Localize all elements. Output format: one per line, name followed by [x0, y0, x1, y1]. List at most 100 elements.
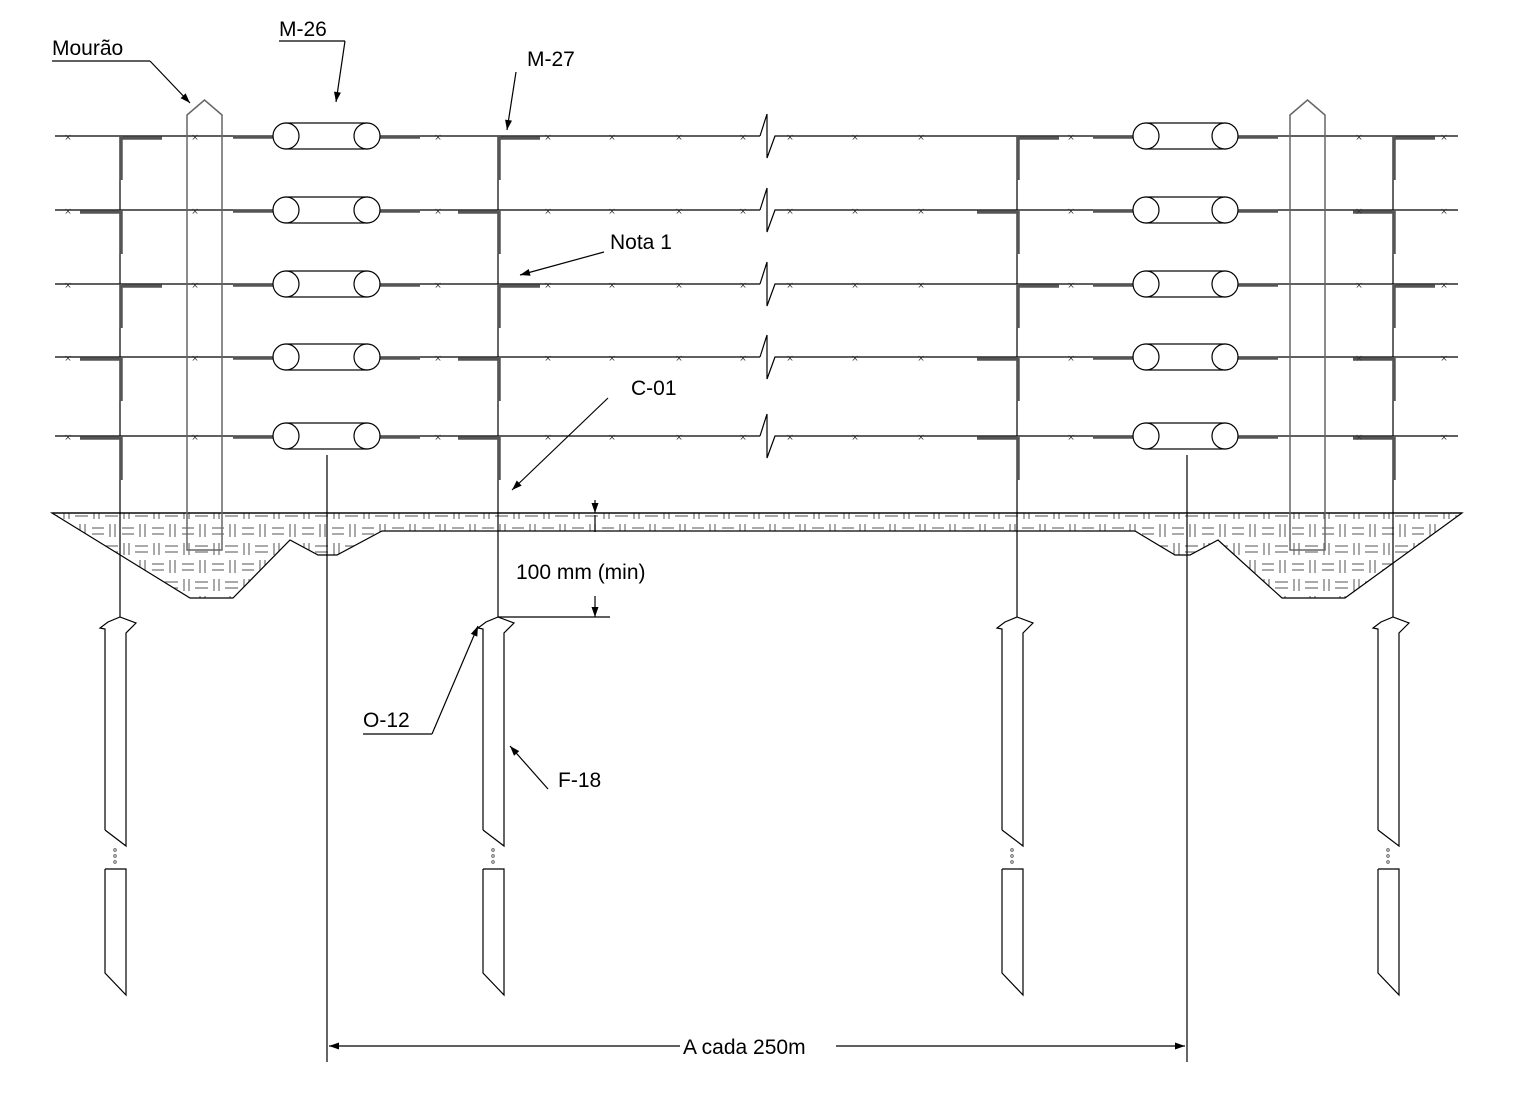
wire-tie-mark: × [608, 354, 616, 364]
wire-tie-mark: × [1067, 433, 1075, 443]
leader-arrow-m27 [505, 71, 517, 131]
continuation-dot [113, 848, 117, 852]
wire-tie-mark: × [739, 133, 747, 143]
wire-tie-mark: × [1067, 281, 1075, 291]
wire-tie-mark: × [739, 354, 747, 364]
insulator-end-circle [1132, 270, 1160, 298]
wire-tie-mark: × [675, 133, 683, 143]
break-symbol [759, 334, 786, 380]
wire-tie-mark: × [608, 281, 616, 291]
wire-tie-mark: × [1355, 281, 1363, 291]
insulator-end-circle [1211, 343, 1239, 371]
wire-tie-mark: × [191, 133, 199, 143]
wire-tie-mark: × [191, 354, 199, 364]
wire-tie-mark: × [1355, 133, 1363, 143]
leader-arrow-nota1 [519, 251, 605, 276]
insulator-end-circle [353, 422, 381, 450]
break-symbol [759, 413, 786, 459]
wire-tie-mark: × [608, 207, 616, 217]
wire-tie-mark: × [675, 433, 683, 443]
insulator-end-circle [272, 196, 300, 224]
leader-arrow-c01 [511, 397, 609, 491]
wire-tie-mark: × [675, 207, 683, 217]
wire-tie-mark: × [739, 433, 747, 443]
continuation-dot [113, 854, 117, 858]
ground-rod-upper [476, 616, 516, 848]
label-f18: F-18 [558, 769, 601, 792]
wire-tie-mark: × [191, 207, 199, 217]
label-c01: C-01 [631, 377, 677, 400]
wire-tie-mark: × [1440, 133, 1448, 143]
wire-tie-mark: × [64, 207, 72, 217]
insulator-end-circle [1132, 422, 1160, 450]
continuation-dot [1386, 848, 1390, 852]
wire-tie-mark: × [544, 354, 552, 364]
wire-tie-mark: × [1067, 354, 1075, 364]
wire-tie-mark: × [851, 207, 859, 217]
wire-tie-mark: × [786, 133, 794, 143]
wire-tie-mark: × [64, 281, 72, 291]
leader-arrow-mourao [149, 60, 191, 104]
insulator-end-circle [272, 122, 300, 150]
continuation-dot [1386, 860, 1390, 864]
wire-tie-mark: × [851, 133, 859, 143]
wire-tie-mark: × [1440, 354, 1448, 364]
insulator-end-circle [1211, 270, 1239, 298]
label-m27: M-27 [527, 48, 575, 71]
wire-tie-mark: × [917, 133, 925, 143]
break-symbol [759, 261, 786, 307]
wire-tie-mark: × [917, 433, 925, 443]
wire-tie-mark: × [675, 354, 683, 364]
insulator-end-circle [272, 422, 300, 450]
break-symbol [759, 187, 786, 233]
insulator-end-circle [1211, 122, 1239, 150]
ground-rod-upper [1371, 616, 1411, 848]
wire-tie-mark: × [1355, 207, 1363, 217]
insulator-end-circle [353, 343, 381, 371]
insulator-end-circle [272, 270, 300, 298]
insulator-end-circle [1132, 343, 1160, 371]
wire-tie-mark: × [608, 133, 616, 143]
wire-tie-mark: × [1067, 207, 1075, 217]
label-o12: O-12 [363, 709, 410, 732]
ground-rod-upper [995, 616, 1035, 848]
insulator-end-circle [353, 196, 381, 224]
insulator-end-circle [1211, 422, 1239, 450]
continuation-dot [1010, 848, 1014, 852]
insulator-end-circle [353, 270, 381, 298]
leader-arrow-o12 [431, 625, 479, 735]
wire-tie-mark: × [786, 207, 794, 217]
wire-tie-mark: × [1355, 433, 1363, 443]
continuation-dot [491, 854, 495, 858]
wire-tie-mark: × [1440, 207, 1448, 217]
label-mourao: Mourão [52, 37, 123, 60]
wire-tie-mark: × [739, 207, 747, 217]
insulator-end-circle [353, 122, 381, 150]
mourao-post [186, 99, 223, 551]
wire-tie-mark: × [786, 354, 794, 364]
insulator-end-circle [1211, 196, 1239, 224]
wire-tie-mark: × [544, 433, 552, 443]
wire-tie-mark: × [851, 281, 859, 291]
wire-tie-mark: × [851, 433, 859, 443]
wire-tie-mark: × [64, 354, 72, 364]
wire-tie-mark: × [851, 354, 859, 364]
wire-tie-mark: × [434, 281, 442, 291]
label-m26: M-26 [279, 18, 327, 41]
leader-arrow-f18 [509, 745, 549, 790]
wire-tie-mark: × [191, 281, 199, 291]
label-span-distance: A cada 250m [683, 1036, 806, 1059]
wire-tie-mark: × [1440, 433, 1448, 443]
insulator-end-circle [1132, 196, 1160, 224]
ground-rod-upper [98, 616, 138, 848]
wire-tie-mark: × [64, 133, 72, 143]
ground-rod-lower [1377, 868, 1400, 997]
wire-tie-mark: × [434, 133, 442, 143]
wire-tie-mark: × [739, 281, 747, 291]
insulator-end-circle [1132, 122, 1160, 150]
wire-tie-mark: × [1440, 281, 1448, 291]
wire-tie-mark: × [191, 433, 199, 443]
wire-tie-mark: × [64, 433, 72, 443]
